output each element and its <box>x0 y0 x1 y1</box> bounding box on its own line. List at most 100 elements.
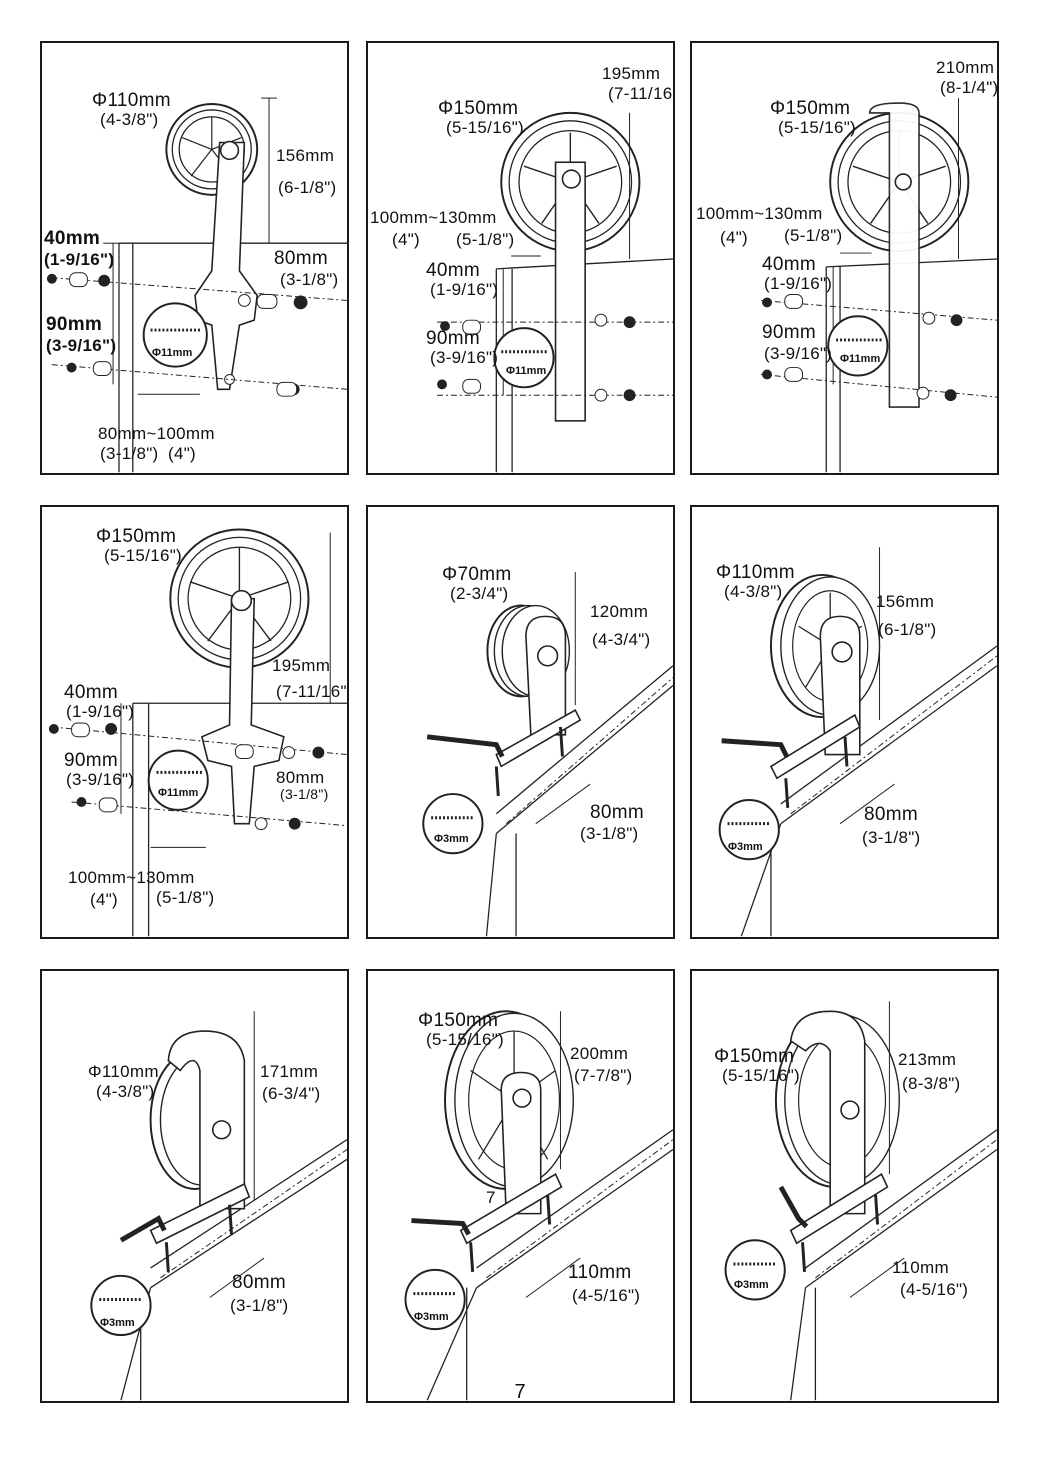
panel-6-drawing <box>718 547 997 937</box>
label: 110mm <box>892 1258 949 1277</box>
label: (4-5/16") <box>572 1286 641 1305</box>
label: Φ70mm <box>442 564 512 585</box>
label: (4") <box>90 890 119 909</box>
label: Φ150mm <box>96 526 177 547</box>
label: 40mm <box>44 228 101 249</box>
label: (5-15/16") <box>722 1066 801 1085</box>
label: (6-1/8") <box>878 620 937 639</box>
label: 80mm <box>274 248 328 269</box>
drill-badge: Φ3mm <box>728 841 763 853</box>
label: (5-15/16") <box>446 118 525 137</box>
label: 90mm <box>64 750 118 771</box>
label: 90mm <box>762 322 816 343</box>
label: Φ150mm <box>714 1046 795 1067</box>
drill-badge: Φ3mm <box>434 833 469 845</box>
drill-badge: Φ11mm <box>158 787 199 799</box>
panel-6: Φ110mm (4-3/8") 156mm (6-1/8") 80mm (3-1… <box>690 505 999 939</box>
panel-2: 195mm (7-11/16") Φ150mm (5-15/16") 100mm… <box>366 41 675 475</box>
label: (5-15/16") <box>104 546 183 565</box>
label: (4") <box>720 228 749 247</box>
panel-4-drawing <box>48 528 347 937</box>
panel-8: Φ150mm (5-15/16") 200mm (7-7/8") 7 110mm… <box>366 969 675 1403</box>
label: 90mm <box>46 314 103 335</box>
label: (3-1/8") <box>580 824 639 843</box>
label: 195mm <box>272 656 331 675</box>
label: Φ110mm <box>88 1062 159 1081</box>
label: Φ110mm <box>716 562 795 583</box>
label: (6-1/8") <box>278 178 337 197</box>
label: 100mm~130mm <box>696 204 823 223</box>
label: 40mm <box>762 254 816 275</box>
label: 90mm <box>426 328 480 349</box>
label: (3-1/8") <box>280 786 329 802</box>
label: (3-1/8") <box>280 270 339 289</box>
label: 80mm <box>232 1272 286 1293</box>
label: (3-9/16") <box>46 336 117 355</box>
page-number: 7 <box>514 1381 526 1403</box>
label: (1-9/16") <box>430 280 499 299</box>
label: (1-9/16") <box>66 702 135 721</box>
label: 7 <box>486 1188 496 1207</box>
drill-badge: Φ3mm <box>100 1317 135 1329</box>
label: 100mm~130mm <box>370 208 497 227</box>
label: (3-9/16") <box>764 344 833 363</box>
label: (4-3/8") <box>100 110 159 129</box>
label: 195mm <box>602 64 661 83</box>
panel-3: 210mm (8-1/4") Φ150mm (5-15/16") 100mm~1… <box>690 41 999 475</box>
label: 80mm <box>864 804 918 825</box>
panel-7: Φ110mm (4-3/8") 171mm (6-3/4") 80mm (3-1… <box>40 969 349 1403</box>
label: (5-1/8") <box>456 230 515 249</box>
drill-badge: Φ11mm <box>840 353 881 365</box>
panel-8-drawing <box>404 1010 673 1401</box>
label: (4") <box>168 444 197 463</box>
panel-9: Φ150mm (5-15/16") 213mm (8-3/8") 110mm (… <box>690 969 999 1403</box>
label: (1-9/16") <box>44 250 115 269</box>
panel-4: Φ150mm (5-15/16") 195mm (7-11/16") 40mm … <box>40 505 349 939</box>
panel-5: Φ70mm (2-3/4") 120mm (4-3/4") 80mm (3-1/… <box>366 505 675 939</box>
label: (1-9/16") <box>764 274 833 293</box>
label: (7-11/16") <box>276 682 349 701</box>
label: 213mm <box>898 1050 957 1069</box>
label: (2-3/4") <box>450 584 509 603</box>
label: 200mm <box>570 1044 629 1063</box>
label: (5-1/8") <box>156 888 215 907</box>
label: Φ150mm <box>418 1010 499 1031</box>
panel-1: Φ110mm (4-3/8") 156mm (6-1/8") 40mm (1-9… <box>40 41 349 475</box>
label: (5-15/16") <box>778 118 857 137</box>
label: Φ150mm <box>770 98 851 119</box>
label: 156mm <box>276 146 335 165</box>
label: 120mm <box>590 602 649 621</box>
label: (4-5/16") <box>900 1280 969 1299</box>
label: (3-9/16") <box>66 770 135 789</box>
drill-badge: Φ3mm <box>414 1311 449 1323</box>
label: (4-3/4") <box>592 630 651 649</box>
panel-5-drawing <box>422 571 673 937</box>
panel-1-drawing <box>46 97 347 473</box>
label: 80mm~100mm <box>98 424 215 443</box>
label: (6-3/4") <box>262 1084 321 1103</box>
drill-badge: Φ3mm <box>734 1279 769 1291</box>
label: (3-1/8") <box>100 444 159 463</box>
label: 171mm <box>260 1062 319 1081</box>
label: (7-7/8") <box>574 1066 633 1085</box>
drill-badge: Φ11mm <box>152 347 193 359</box>
label: 110mm <box>568 1262 632 1283</box>
label: (7-11/16") <box>608 84 673 103</box>
label: (8-3/8") <box>902 1074 961 1093</box>
label: (5-15/16") <box>426 1030 505 1049</box>
label: (8-1/4") <box>940 78 999 97</box>
label: (4-3/8") <box>724 582 783 601</box>
label: Φ150mm <box>438 98 519 119</box>
label: (3-9/16") <box>430 348 499 367</box>
label: (3-1/8") <box>230 1296 289 1315</box>
panel-3-drawing <box>761 98 997 473</box>
panel-7-drawing <box>90 1011 347 1401</box>
label: (4") <box>392 230 421 249</box>
label: 156mm <box>876 592 935 611</box>
label: Φ110mm <box>92 90 171 111</box>
label: 40mm <box>64 682 118 703</box>
label: 40mm <box>426 260 480 281</box>
panel-9-drawing <box>724 1001 997 1401</box>
label: (4-3/8") <box>96 1082 155 1101</box>
label: (5-1/8") <box>784 226 843 245</box>
